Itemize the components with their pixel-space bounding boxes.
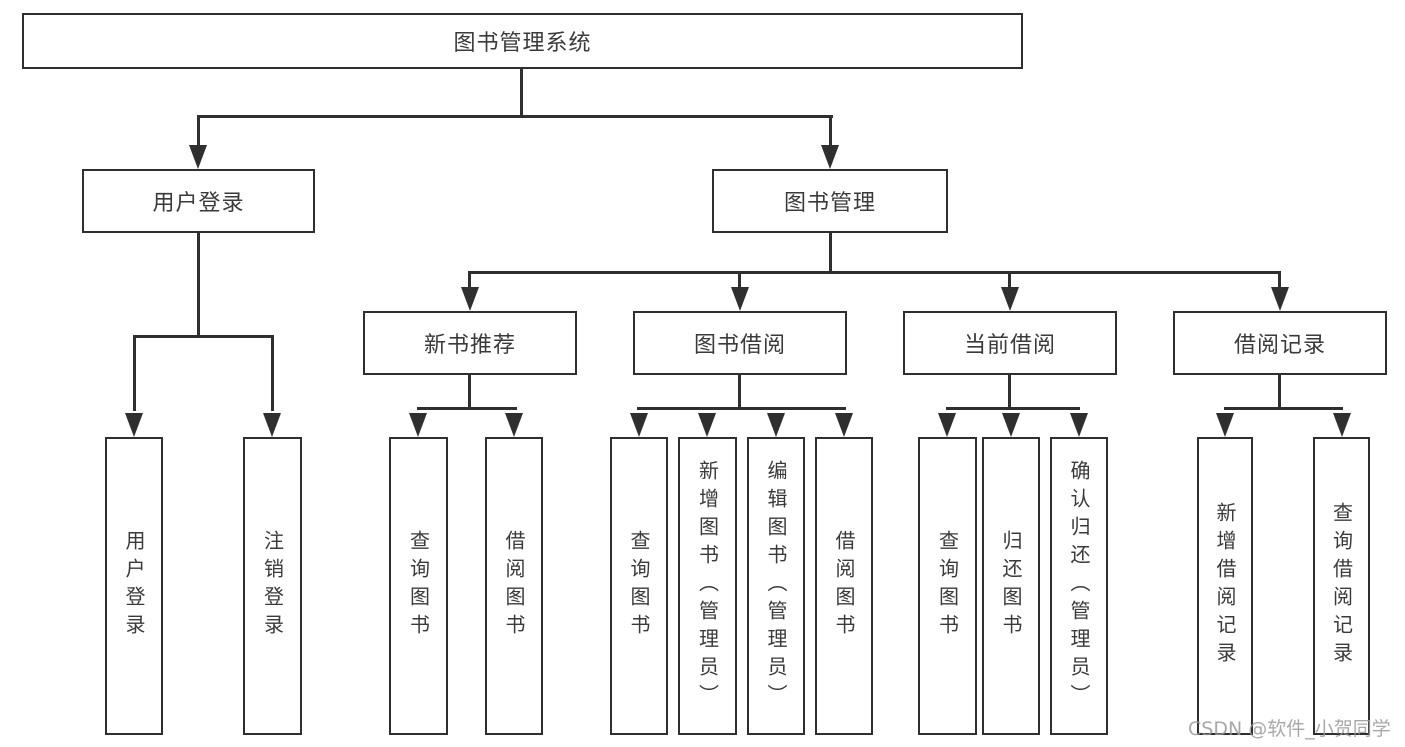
- connector-level3-bar: [468, 271, 1281, 274]
- connector-borrow-records-stem: [1278, 375, 1281, 410]
- connector-level1-bar: [197, 115, 833, 118]
- leaf-borrow-books-1: 借阅图书: [485, 437, 543, 735]
- arrow-down-borrow-records: [1271, 287, 1289, 311]
- leaf-edit-books-admin-label: 编辑图书（管理员）: [764, 460, 788, 712]
- connector-new-book-stem: [468, 375, 471, 410]
- connector-current-borrow-stem: [1008, 375, 1011, 410]
- leaf-query-books-1-label: 查询图书: [406, 530, 431, 642]
- connector-book-borrow-stem: [738, 375, 741, 410]
- leaf-add-books-admin: 新增图书（管理员）: [678, 437, 737, 735]
- arrow-down-query-books-2: [630, 413, 648, 437]
- arrow-down-current-borrow: [1001, 287, 1019, 311]
- node-new-book-recommend-label: 新书推荐: [423, 333, 516, 358]
- node-current-borrow-label: 当前借阅: [963, 333, 1056, 358]
- connector-book-borrow-bar: [637, 407, 846, 410]
- leaf-user-login: 用户登录: [105, 437, 163, 735]
- connector-book-management-stem: [829, 233, 832, 274]
- connector-borrow-records-bar: [1224, 407, 1343, 410]
- leaf-add-borrow-record-label: 新增借阅记录: [1213, 502, 1237, 670]
- arrow-down-query-borrow-record: [1333, 413, 1351, 437]
- arrow-down-book-borrow: [731, 287, 749, 311]
- node-current-borrow: 当前借阅: [903, 311, 1117, 375]
- node-root-label: 图书管理系统: [453, 31, 592, 56]
- leaf-query-borrow-record-label: 查询借阅记录: [1329, 502, 1354, 670]
- arrow-down-add-books: [698, 413, 716, 437]
- node-book-management: 图书管理: [712, 169, 948, 233]
- arrow-down-user-login: [189, 145, 207, 169]
- leaf-confirm-return-admin-label: 确认归还（管理员）: [1067, 460, 1091, 712]
- connector-new-book-bar: [417, 407, 517, 410]
- leaf-borrow-books-2: 借阅图书: [815, 437, 873, 735]
- connector-leaf-login-stem: [133, 335, 136, 411]
- arrow-down-borrow-books-2: [835, 413, 853, 437]
- leaf-query-books-3: 查询图书: [918, 437, 977, 735]
- arrow-down-return-books: [1002, 413, 1020, 437]
- arrow-down-leaf-logout: [263, 413, 281, 437]
- leaf-add-books-admin-label: 新增图书（管理员）: [695, 460, 720, 712]
- arrow-down-new-book: [461, 287, 479, 311]
- arrow-down-leaf-login: [125, 413, 143, 437]
- arrow-down-query-books-3: [938, 413, 956, 437]
- leaf-query-books-2: 查询图书: [610, 437, 668, 735]
- node-book-borrow-label: 图书借阅: [693, 333, 786, 358]
- arrow-down-edit-books: [767, 413, 785, 437]
- leaf-logout-label: 注销登录: [260, 530, 285, 642]
- connector-leaf-logout-stem: [271, 335, 274, 411]
- node-user-login: 用户登录: [82, 169, 315, 233]
- arrow-down-add-borrow-record: [1216, 413, 1234, 437]
- connector-branch-current-borrow-stem: [1008, 271, 1011, 291]
- leaf-query-books-2-label: 查询图书: [627, 530, 651, 642]
- connector-user-login-bar: [133, 335, 274, 338]
- connector-root-stem: [520, 68, 523, 118]
- node-root: 图书管理系统: [22, 13, 1023, 69]
- connector-branch-book-management-stem: [829, 115, 832, 149]
- node-book-borrow: 图书借阅: [633, 311, 847, 375]
- leaf-user-login-label: 用户登录: [122, 530, 146, 642]
- arrow-down-book-management: [821, 145, 839, 169]
- arrow-down-borrow-books-1: [505, 413, 523, 437]
- connector-branch-borrow-records-stem: [1278, 271, 1281, 291]
- leaf-query-borrow-record: 查询借阅记录: [1313, 437, 1370, 735]
- leaf-return-books: 归还图书: [982, 437, 1040, 735]
- connector-user-login-stem: [197, 233, 200, 338]
- node-user-login-label: 用户登录: [152, 191, 245, 216]
- leaf-query-books-1: 查询图书: [389, 437, 448, 735]
- connector-branch-book-borrow-stem: [738, 271, 741, 291]
- leaf-borrow-books-1-label: 借阅图书: [502, 530, 526, 642]
- arrow-down-confirm-return: [1070, 413, 1088, 437]
- watermark: CSDN @软件_小贺同学: [1188, 718, 1391, 740]
- leaf-add-borrow-record: 新增借阅记录: [1197, 437, 1253, 735]
- leaf-logout: 注销登录: [243, 437, 302, 735]
- node-borrow-records: 借阅记录: [1173, 311, 1387, 375]
- arrow-down-query-books-1: [409, 413, 427, 437]
- node-new-book-recommend: 新书推荐: [363, 311, 577, 375]
- leaf-query-books-3-label: 查询图书: [935, 530, 960, 642]
- leaf-edit-books-admin: 编辑图书（管理员）: [747, 437, 805, 735]
- leaf-confirm-return-admin: 确认归还（管理员）: [1050, 437, 1108, 735]
- leaf-borrow-books-2-label: 借阅图书: [832, 530, 856, 642]
- connector-branch-user-login-stem: [197, 115, 200, 149]
- node-book-management-label: 图书管理: [783, 191, 876, 216]
- node-borrow-records-label: 借阅记录: [1233, 333, 1326, 358]
- connector-branch-new-book-stem: [468, 271, 471, 291]
- leaf-return-books-label: 归还图书: [999, 530, 1023, 642]
- connector-current-borrow-bar: [946, 407, 1080, 410]
